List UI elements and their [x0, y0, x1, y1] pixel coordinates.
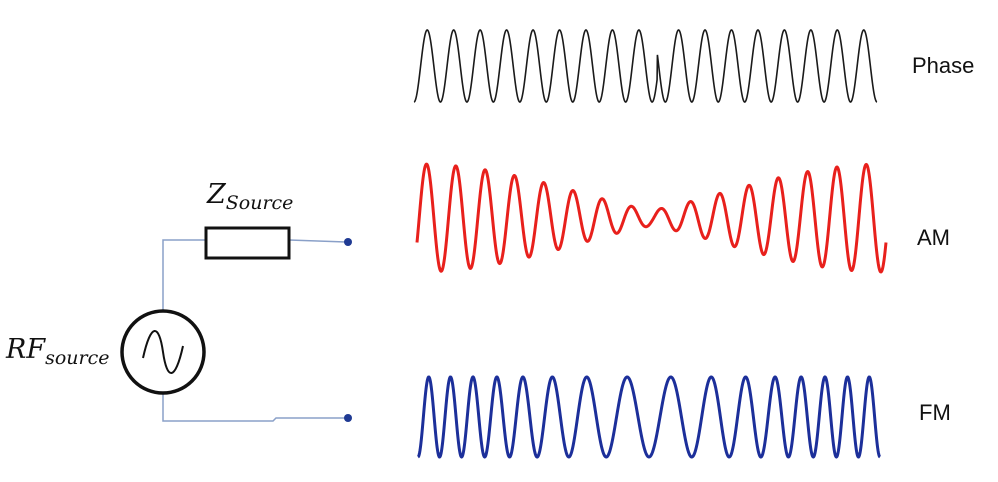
output-terminal-bottom	[344, 414, 352, 422]
top-right-wire	[288, 239, 347, 243]
output-terminal-top	[344, 238, 352, 246]
phase-waveform	[413, 29, 878, 103]
waveforms: Phase AM FM	[413, 29, 974, 459]
impedance-label: ZSource	[206, 179, 293, 214]
phase-label: Phase	[912, 53, 974, 78]
fm-label: FM	[919, 400, 951, 425]
rf-source-circuit: ZSource RFsource	[5, 179, 352, 422]
rf-source-label: RFsource	[5, 334, 109, 369]
impedance-resistor	[204, 226, 291, 260]
bottom-wire	[162, 393, 346, 422]
am-waveform	[415, 162, 888, 274]
sine-icon	[142, 330, 184, 374]
am-label: AM	[917, 225, 950, 250]
top-left-wire	[162, 239, 206, 311]
fm-waveform	[417, 375, 881, 459]
